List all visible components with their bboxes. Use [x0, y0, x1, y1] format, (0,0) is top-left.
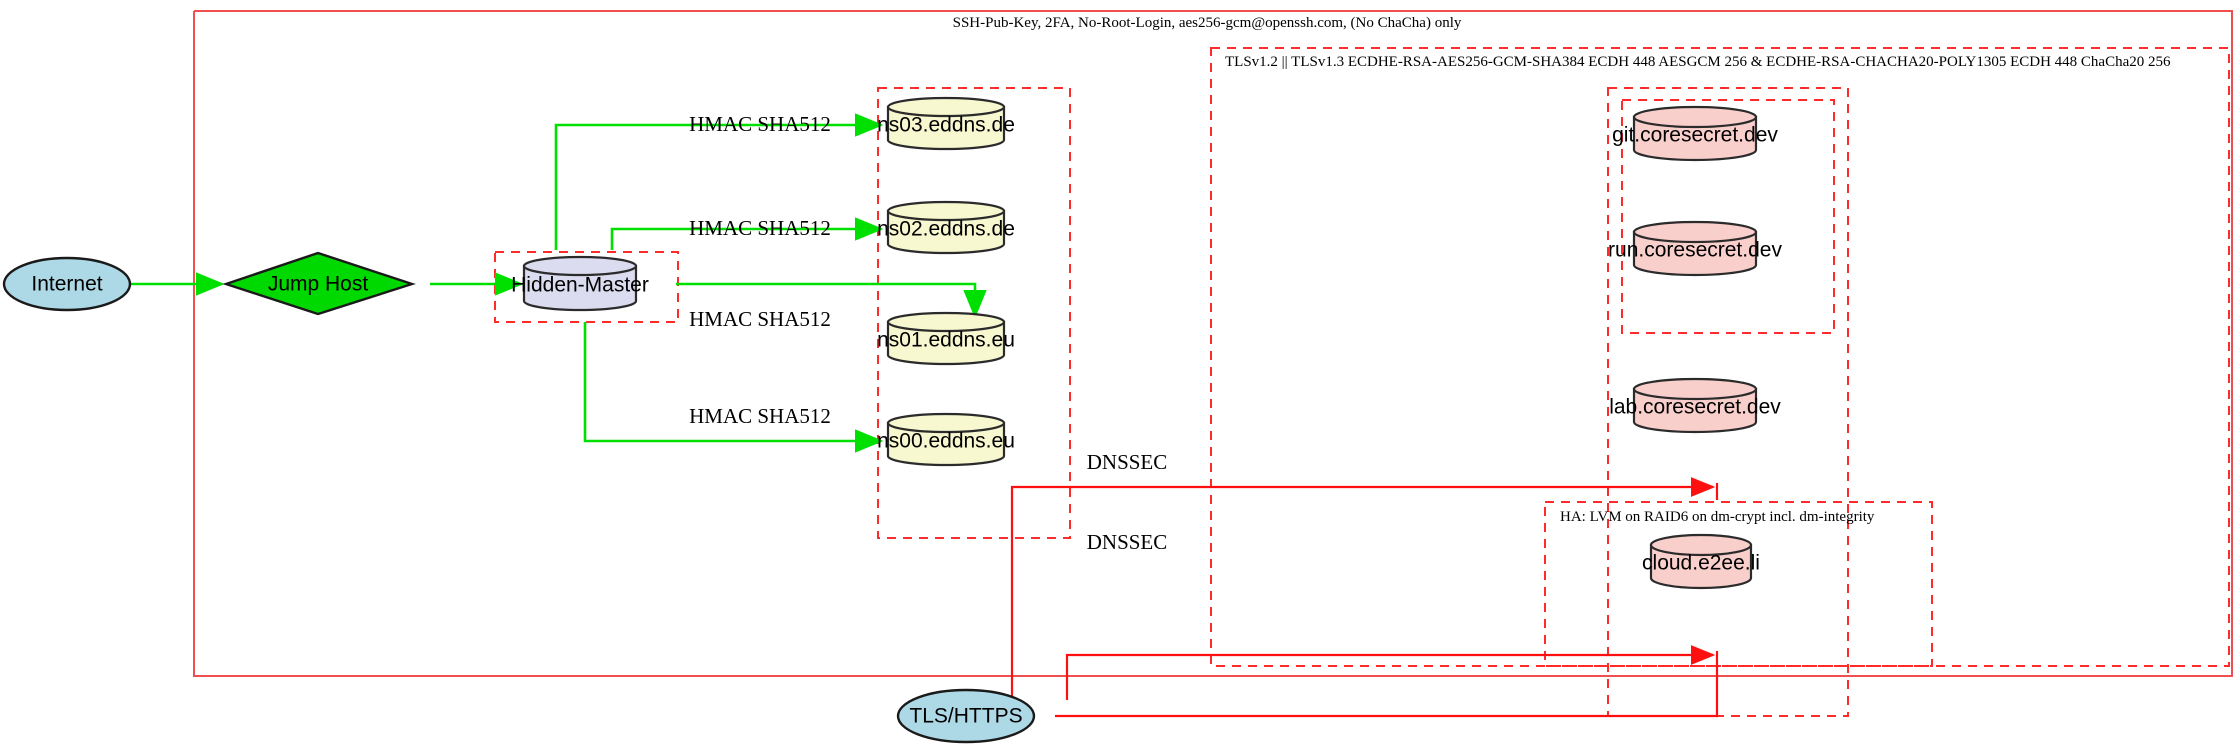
- ha-cluster-label: HA: LVM on RAID6 on dm-crypt incl. dm-in…: [1560, 509, 1875, 525]
- hidden-master-body: [522, 264, 638, 312]
- ns02-body: [886, 209, 1006, 255]
- cloud-body: [1649, 543, 1753, 590]
- hidden-master-top: [522, 255, 638, 277]
- edge-master-ns03: [554, 113, 884, 250]
- cloud-top: [1649, 533, 1753, 557]
- edge-label-hmac-ns00: HMAC SHA512: [689, 404, 831, 428]
- coresecret-outer-boundary: [1607, 87, 1849, 717]
- ssh-zone-boundary: [193, 10, 2233, 677]
- ns02-top: [886, 200, 1006, 222]
- node-tls-https[interactable]: TLS/HTTPS: [896, 688, 1036, 744]
- node-cloud-e2ee[interactable]: cloud.e2ee.li: [1642, 533, 1760, 590]
- edge-label-hmac-ns03: HMAC SHA512: [689, 112, 831, 136]
- node-ns01[interactable]: ns01.eddns.eu: [877, 311, 1015, 366]
- jump-host-diamond: [222, 251, 416, 316]
- node-run-coresecret[interactable]: run.coresecret.dev: [1608, 220, 1782, 277]
- ha-cluster-boundary: [1544, 501, 1933, 667]
- git-top: [1632, 105, 1758, 129]
- run-top: [1632, 220, 1758, 244]
- node-lab-coresecret[interactable]: lab.coresecret.dev: [1609, 377, 1781, 434]
- node-ns00[interactable]: ns00.eddns.eu: [877, 412, 1015, 467]
- edge-label-dnssec-lower: DNSSEC: [1087, 530, 1168, 554]
- edge-master-ns01: [676, 282, 987, 319]
- node-ns03[interactable]: ns03.eddns.de: [877, 96, 1015, 151]
- edge-master-ns02: [610, 217, 884, 250]
- internet-ellipse: [2, 256, 132, 312]
- ns02-label: ns02.eddns.de: [877, 218, 1015, 241]
- tls-cluster-boundary: [1210, 47, 2230, 667]
- run-body: [1632, 230, 1758, 277]
- coresecret-inner-boundary: [1621, 99, 1835, 334]
- lab-label: lab.coresecret.dev: [1609, 396, 1781, 419]
- edge-master-ns00: [583, 322, 884, 453]
- edge-tls-right: [1055, 668, 1719, 718]
- node-ns02[interactable]: ns02.eddns.de: [877, 200, 1015, 255]
- git-label: git.coresecret.dev: [1612, 124, 1778, 147]
- git-body: [1632, 115, 1758, 162]
- ns03-top: [886, 96, 1006, 118]
- tls-cluster-label: TLSv1.2 || TLSv1.3 ECDHE-RSA-AES256-GCM-…: [1225, 54, 2171, 70]
- ns01-body: [886, 320, 1006, 366]
- run-label: run.coresecret.dev: [1608, 239, 1782, 262]
- ns00-body: [886, 421, 1006, 467]
- cloud-label: cloud.e2ee.li: [1642, 552, 1760, 575]
- ns03-label: ns03.eddns.de: [877, 114, 1015, 137]
- tls-https-ellipse: [896, 688, 1036, 744]
- edge-dnssec-lower: [1065, 645, 1716, 700]
- hidden-master-label: Hidden-Master: [511, 274, 649, 297]
- node-internet[interactable]: Internet: [2, 256, 132, 312]
- node-jump-host[interactable]: Jump Host: [222, 251, 416, 316]
- ns00-top: [886, 412, 1006, 434]
- ns00-label: ns00.eddns.eu: [877, 430, 1015, 453]
- edge-label-hmac-ns02: HMAC SHA512: [689, 216, 831, 240]
- ns03-body: [886, 105, 1006, 151]
- jump-host-label: Jump Host: [268, 273, 369, 296]
- lab-top: [1632, 377, 1758, 401]
- edge-dnssec-upper: [1010, 477, 1716, 640]
- ns01-label: ns01.eddns.eu: [877, 329, 1015, 352]
- tls-https-label: TLS/HTTPS: [909, 705, 1022, 728]
- node-hidden-master[interactable]: Hidden-Master: [511, 255, 649, 312]
- ns01-top: [886, 311, 1006, 333]
- node-git-coresecret[interactable]: git.coresecret.dev: [1612, 105, 1778, 162]
- lab-body: [1632, 387, 1758, 434]
- ssh-zone-label: SSH-Pub-Key, 2FA, No-Root-Login, aes256-…: [953, 15, 1462, 31]
- internet-label: Internet: [31, 273, 102, 296]
- edge-label-hmac-ns01: HMAC SHA512: [689, 307, 831, 331]
- dns-cluster-boundary: [877, 87, 1071, 539]
- edge-label-dnssec-upper: DNSSEC: [1087, 450, 1168, 474]
